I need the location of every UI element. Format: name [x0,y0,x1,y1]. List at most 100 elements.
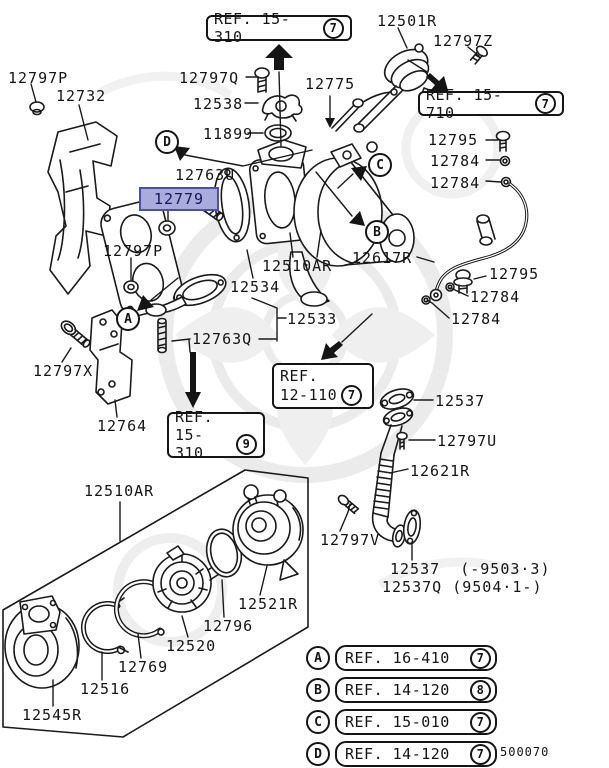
rod-12775-drawing [331,88,398,132]
legend-circled-number: 7 [470,711,491,733]
part-label-12764: 12764 [97,417,148,435]
legend-row-c: C REF. 15-010 7 [306,709,497,735]
callout-circle-d: D [155,130,179,154]
part-label-12533: 12533 [287,310,338,328]
part-label-12537-range: 12537 (-9503·3) [390,560,551,578]
arrow-to-callout-a [137,295,154,311]
part-label-12501R: 12501R [377,12,438,30]
part-label-12797Q: 12797Q [179,69,240,87]
ref-box-12-110: REF. 12-110 7 [272,363,374,409]
part-label-12621R: 12621R [410,462,471,480]
bolt-12797U-drawing [396,431,408,450]
part-label-12769: 12769 [118,658,169,676]
part-label-12520: 12520 [166,637,217,655]
legend-letter-b: B [306,678,330,702]
ref-circled-number: 7 [341,384,363,406]
bolt-12797Q-drawing [254,67,270,93]
ref-box-15-310-bottom: REF. 15-310 9 [167,408,265,462]
arrow-to-callout-c [351,166,367,181]
bolt-12797X-drawing [60,320,91,348]
callout-circle-c: C [368,153,392,177]
legend-row-d: D REF. 14-120 7 [306,741,497,767]
turbine-housing-12545R-drawing [4,595,80,689]
legend-circled-number: 7 [470,743,491,765]
arrow-to-callout-d [174,146,190,161]
legend-circled-number: 8 [470,679,491,701]
bolt-12797P-drawing [29,101,45,116]
ring-11899-drawing [264,124,292,142]
part-label-12784: 12784 [470,288,521,306]
reference-arrows [137,44,449,408]
highlighted-part-label-12779[interactable]: 12779 [139,187,219,211]
part-label-12545R: 12545R [22,706,83,724]
ref-text-line2: 15-310 [175,426,204,462]
part-label-12797U: 12797U [437,432,498,450]
part-label-12797Z: 12797Z [433,32,494,50]
part-label-12537Q-range: 12537Q (9504·1-) [382,578,543,596]
part-label-12784: 12784 [451,310,502,328]
part-label-12797P: 12797P [103,242,164,260]
arrow-to-callout-b [349,211,365,226]
legend-circled-number: 7 [470,647,491,669]
legend-ref-text: REF. 15-010 [345,713,450,731]
grommet-12779-drawing [158,220,176,236]
ref-circled-number: 7 [535,93,556,114]
part-label-12537: 12537 [435,392,486,410]
part-label-12538: 12538 [193,95,244,113]
turbocharger-12510AR-drawing [100,139,415,317]
part-label-12617R: 12617R [352,249,413,267]
arrow-up-to-ref-15-310 [265,44,293,70]
ref-circled-number: 7 [323,17,344,39]
part-label-12510AR: 12510AR [84,482,155,500]
arrow-to-ref-15-310b [185,352,201,408]
heat-shield-12732-drawing [47,121,118,295]
arrow-to-ref-15-710 [426,73,449,94]
part-label-12510AR: 12510AR [262,257,333,275]
part-label-12763U: 12763U [175,166,236,184]
callout-circle-a: A [116,307,140,331]
ref-text-line2: 12-110 [280,386,338,404]
part-label-12516: 12516 [80,680,131,698]
ref-text: REF. 15-310 [214,10,291,46]
bolt-12797Z-drawing [469,45,488,65]
exploded-view-box [2,469,309,738]
part-label-12732: 12732 [56,87,107,105]
doc-number: 500070 [500,745,550,759]
compressor-housing-12521R-drawing [232,484,304,581]
legend-letter-c: C [306,710,330,734]
part-label-11899: 11899 [203,125,254,143]
part-label-12534: 12534 [230,278,281,296]
part-label-12795: 12795 [428,131,479,149]
legend-letter-a: A [306,646,330,670]
part-label-12784: 12784 [430,152,481,170]
stud-12763Q-drawing [157,317,167,354]
ref-circled-number: 9 [236,433,257,455]
leader-lines [30,27,502,707]
legend-ref-text: REF. 14-120 [345,681,450,699]
part-label-12796: 12796 [203,617,254,635]
clamp-12538-drawing [261,94,303,122]
legend-letter-d: D [306,742,330,766]
arrow-12775 [325,118,335,128]
legend-row-b: B REF. 14-120 8 [306,677,497,703]
ref-text-line1: REF. [175,408,214,426]
part-label-12797P: 12797P [8,69,69,87]
part-label-12797X: 12797X [33,362,94,380]
legend-ref-text: REF. 16-410 [345,649,450,667]
part-label-12763Q: 12763Q [192,330,253,348]
ref-box-15-710: REF. 15-710 7 [418,86,564,122]
ref-box-15-310-top: REF. 15-310 7 [206,10,352,46]
part-label-12775: 12775 [305,75,356,93]
oil-feed-pipe-12617R-drawing [421,130,529,305]
ref-text-line1: REF. [280,366,319,385]
callout-circle-b: B [365,220,389,244]
grommet-12797P-drawing [123,280,139,294]
oil-return-pipe-12621R-drawing [371,388,422,548]
part-label-12797V: 12797V [320,531,381,549]
part-label-12784: 12784 [430,174,481,192]
part-label-12795: 12795 [489,265,540,283]
ref-text: REF. 15-710 [426,85,503,122]
legend-row-a: A REF. 16-410 7 [306,645,497,671]
